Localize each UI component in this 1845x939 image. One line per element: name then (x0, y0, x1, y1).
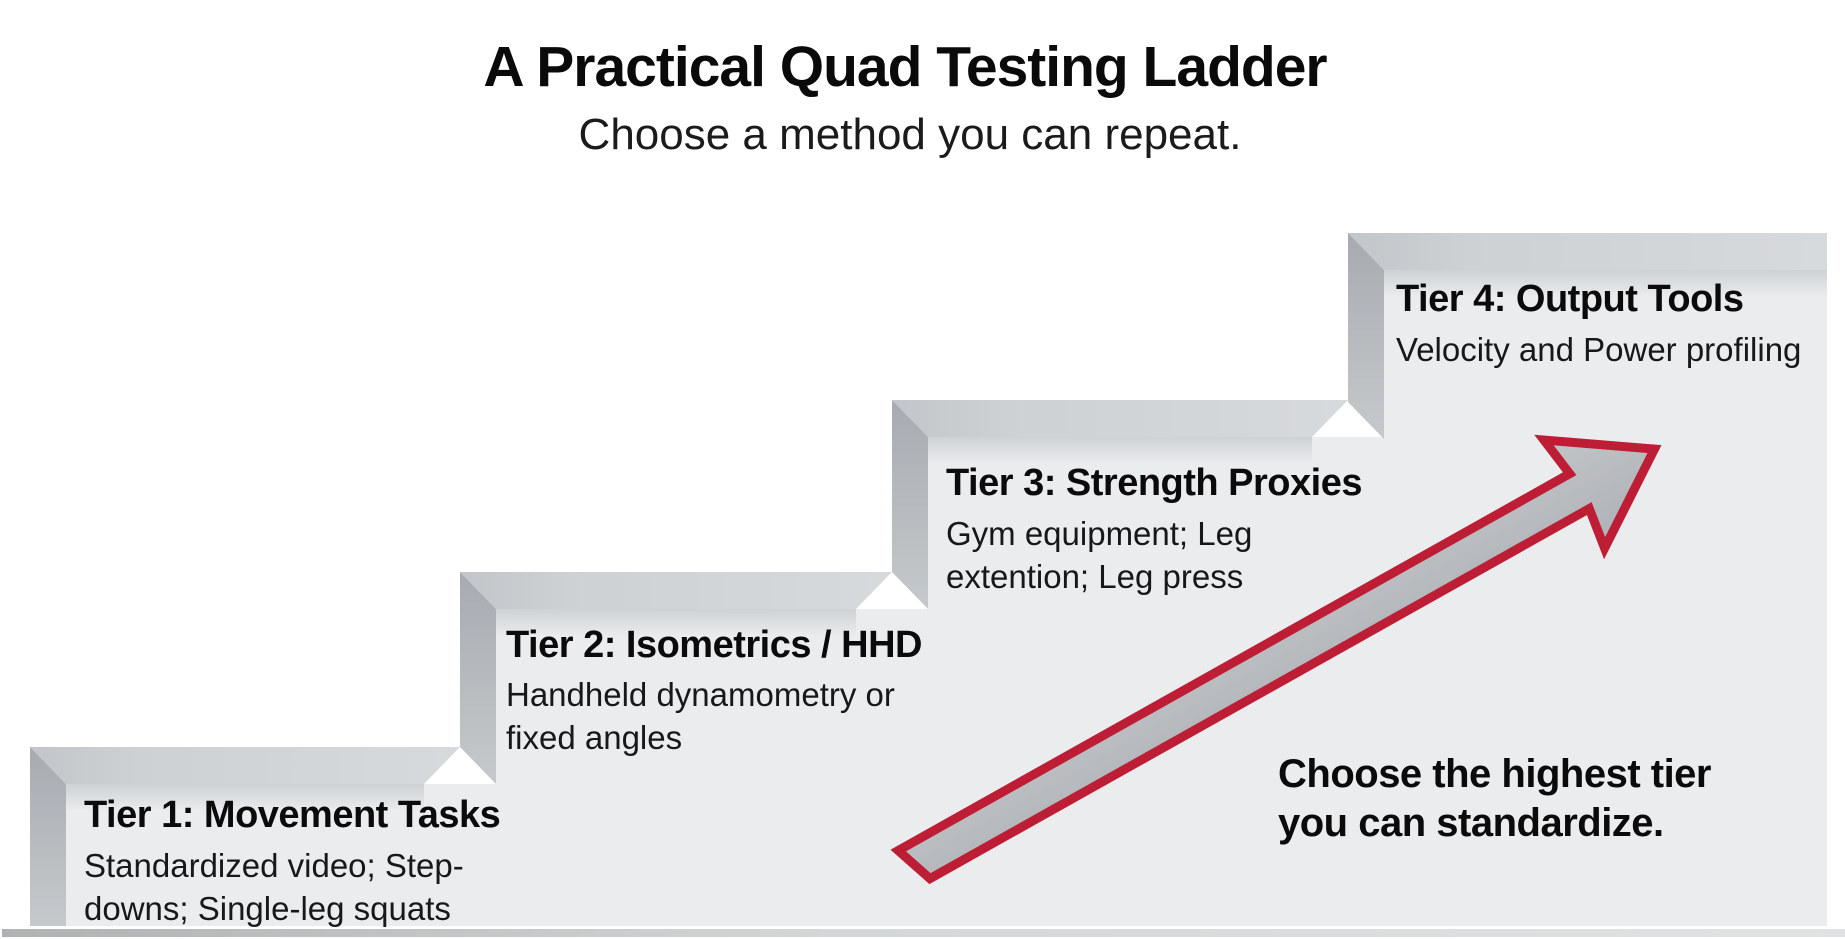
step-1-left-bevel (30, 747, 66, 926)
step-1-tread-shadow (66, 784, 424, 812)
step-4-tread-shadow (1384, 270, 1827, 298)
step-2-tread-shadow (496, 609, 856, 637)
tier-1-description-line-2: downs; Single-leg squats (84, 890, 451, 927)
callout-line-1: Choose the highest tier (1278, 752, 1712, 796)
tier-2-description-line-1: Handheld dynamometry or (506, 676, 895, 713)
step-2-left-bevel (460, 572, 496, 784)
step-3-left-bevel (892, 400, 928, 609)
tier-2-description: Handheld dynamometry or fixed angles (506, 673, 895, 759)
page-title: A Practical Quad Testing Ladder (483, 35, 1327, 99)
tier-4-title: Tier 4: Output Tools (1396, 278, 1744, 320)
callout-line-2: you can standardize. (1278, 801, 1664, 845)
step-1-top-band (30, 747, 460, 784)
tier-1-title: Tier 1: Movement Tasks (84, 794, 501, 836)
callout-text: Choose the highest tier you can standard… (1278, 750, 1712, 848)
page-subtitle: Choose a method you can repeat. (578, 110, 1242, 159)
tier-3-description-line-1: Gym equipment; Leg (946, 515, 1253, 552)
tier-4-description: Velocity and Power profiling (1396, 328, 1801, 371)
tier-3-description: Gym equipment; Leg extention; Leg press (946, 512, 1252, 598)
step-4-face (1384, 270, 1827, 926)
tier-4-description-line-1: Velocity and Power profiling (1396, 331, 1802, 368)
tier-3-title: Tier 3: Strength Proxies (946, 462, 1362, 504)
step-3-tread-shadow (928, 437, 1312, 465)
floor-line (2, 929, 1845, 937)
tier-3-description-line-2: extention; Leg press (946, 558, 1244, 595)
step-2-top-band (460, 572, 892, 609)
step-4-top-band (1348, 233, 1827, 270)
tier-1-description-line-1: Standardized video; Step- (84, 847, 464, 884)
step-4-left-bevel (1348, 233, 1384, 439)
tier-1-description: Standardized video; Step- downs; Single-… (84, 844, 464, 930)
tier-2-title: Tier 2: Isometrics / HHD (506, 624, 923, 666)
step-3-top-band (892, 400, 1348, 437)
upward-arrow (890, 434, 1662, 885)
tier-2-description-line-2: fixed angles (506, 719, 683, 756)
